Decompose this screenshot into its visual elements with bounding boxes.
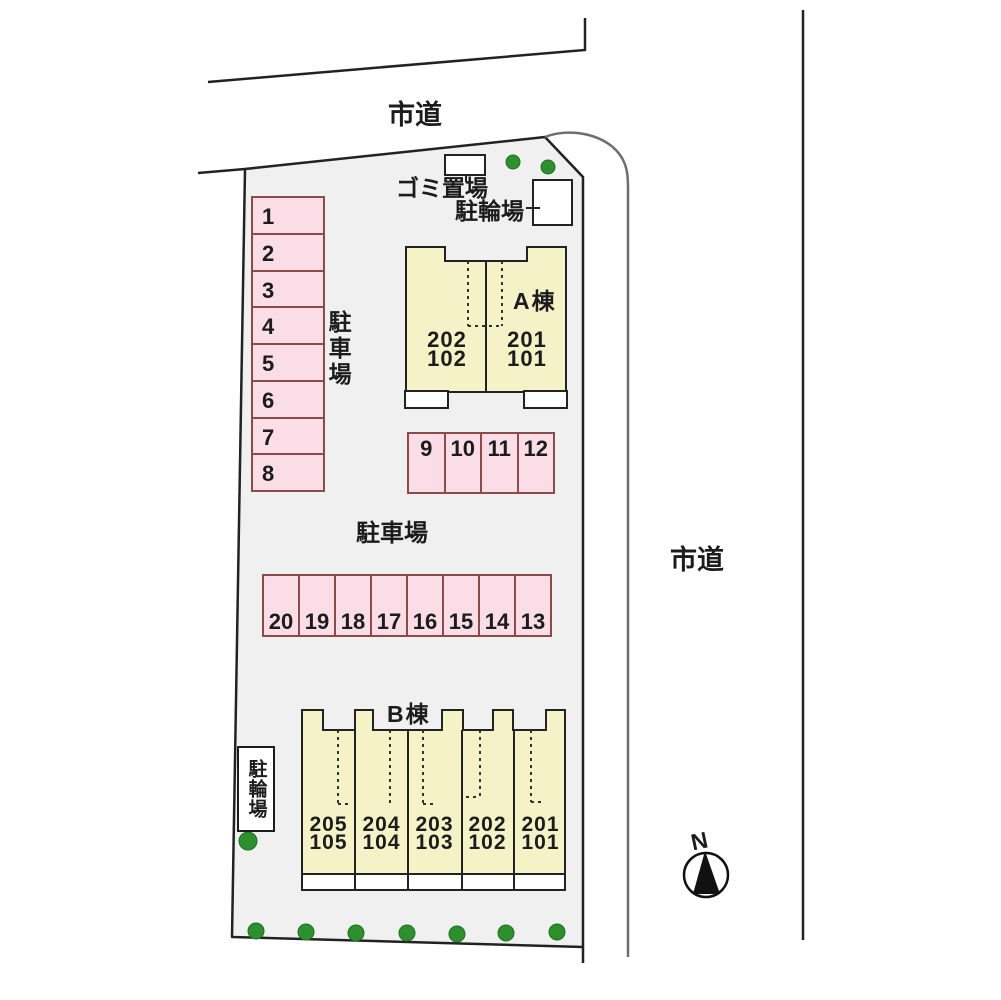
- building-b-unit-202-102: 202 102: [468, 813, 507, 854]
- road-label-top: 市道: [388, 100, 442, 130]
- parking-left-column: 1 2 3 4 5 6 7 8: [251, 196, 325, 492]
- parking-space-10: 10: [445, 434, 480, 492]
- parking-space-4: 4: [253, 308, 323, 343]
- building-a-unit-202-102: 202 102: [427, 327, 467, 371]
- parking-space-11: 11: [482, 434, 517, 492]
- building-a-label: A棟: [513, 288, 557, 314]
- garbage-label: ゴミ置場: [396, 175, 488, 201]
- parking-space-2: 2: [253, 234, 323, 270]
- building-b-unit-204-104: 204 104: [362, 813, 401, 854]
- bicycle-area-left-box: 駐輪場: [237, 746, 275, 832]
- parking-space-8: 8: [253, 455, 323, 490]
- parking-row-20-13: 20 19 18 17 16 15 14 13: [262, 574, 552, 637]
- parking-space-1: 1: [253, 198, 323, 233]
- building-a-porch-left: [404, 390, 449, 409]
- road-label-right: 市道: [670, 545, 724, 575]
- boundary-extension-left: [197, 167, 246, 175]
- building-a-stair-dashed: [467, 261, 503, 327]
- garbage-area-box: [444, 154, 486, 176]
- building-b-balcony-strip: [301, 873, 566, 891]
- parking-space-13: 13: [516, 576, 550, 635]
- parking-row-9-12: 9 10 11 12: [407, 432, 555, 494]
- parking-space-3: 3: [253, 271, 323, 307]
- parking-space-18: 18: [336, 576, 370, 635]
- parking-space-5: 5: [253, 345, 323, 380]
- parking-space-15: 15: [444, 576, 478, 635]
- building-a-porch-right: [523, 390, 568, 409]
- building-b-unit-205-105: 205 105: [309, 813, 348, 854]
- parking-middle-label: 駐車場: [356, 520, 428, 547]
- parking-space-16: 16: [408, 576, 442, 635]
- tree-icon: [238, 154, 566, 943]
- parking-space-20: 20: [264, 576, 298, 635]
- parking-left-label: 駐車場: [325, 310, 352, 388]
- road-top-far-edge-line: [207, 18, 587, 84]
- bicycle-top-label: 駐輪場: [455, 198, 524, 224]
- building-b-unit-201-101: 201 101: [521, 813, 560, 854]
- parking-space-9: 9: [409, 434, 444, 492]
- building-b-unit-203-103: 203 103: [415, 813, 454, 854]
- building-b-unit-dividers: [354, 730, 515, 890]
- parking-space-17: 17: [372, 576, 406, 635]
- parking-space-14: 14: [480, 576, 514, 635]
- parking-space-6: 6: [253, 381, 323, 417]
- parking-space-7: 7: [253, 418, 323, 454]
- road-right-curb-line: [544, 131, 630, 957]
- compass-icon: [682, 851, 730, 899]
- bicycle-area-top-box: [532, 179, 573, 226]
- building-b-label: B棟: [387, 701, 431, 727]
- bicycle-left-label: 駐輪場: [245, 759, 267, 819]
- building-b-entry-dashed: [337, 730, 544, 805]
- parking-space-19: 19: [300, 576, 334, 635]
- building-b-outline: [301, 709, 566, 891]
- building-a-unit-201-101: 201 101: [507, 327, 547, 371]
- parking-space-12: 12: [518, 434, 553, 492]
